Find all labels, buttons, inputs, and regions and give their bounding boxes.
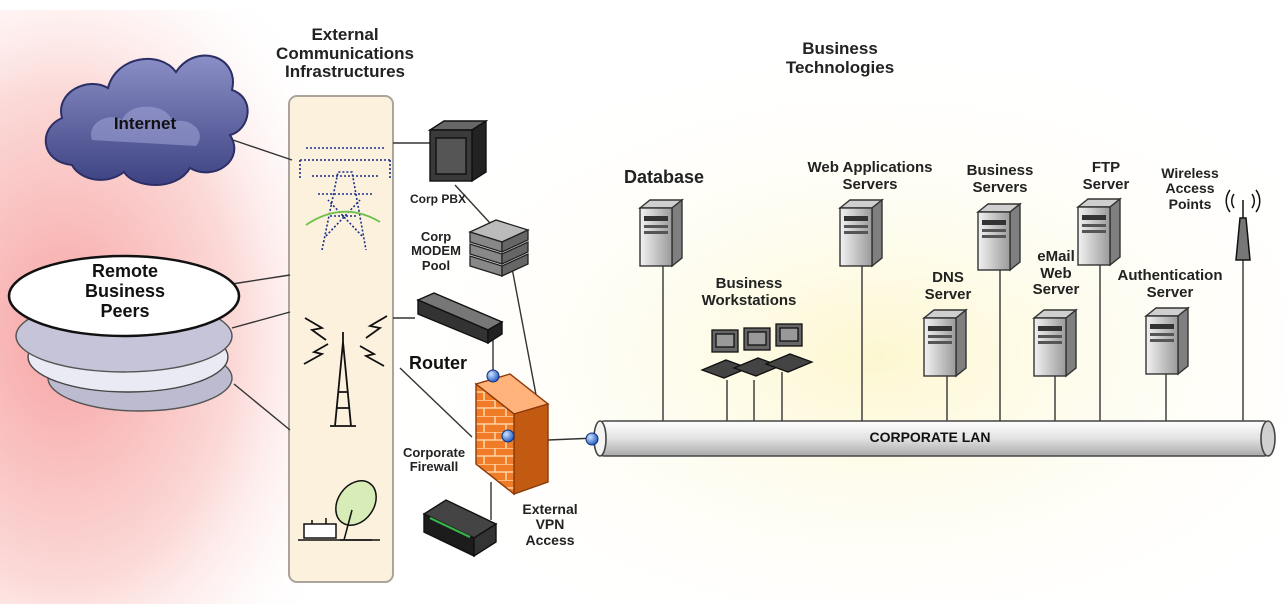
firewall-label: Corporate Firewall (402, 445, 466, 475)
dns-server-icon (923, 309, 967, 377)
corp-pbx-label: Corp PBX (409, 192, 466, 206)
cloud-icon (44, 54, 249, 186)
router-icon (416, 292, 504, 345)
web-app-server-icon (839, 199, 883, 267)
radio-tower-icon (303, 315, 388, 427)
ftp-server-label: FTP Server (1082, 159, 1130, 193)
modem-pool-icon (468, 219, 530, 278)
connection-lines (231, 139, 1244, 520)
antenna-icon (1225, 189, 1261, 261)
vpn-device-icon (422, 499, 498, 558)
business-heading: Business Technologies (785, 39, 895, 77)
email-web-server-icon (1033, 309, 1077, 377)
power-tower-icon (299, 147, 391, 251)
wireless-ap-label: Wireless Access Points (1161, 165, 1219, 212)
dns-server-label: DNS Server (924, 269, 972, 303)
internet-label: Internet (113, 114, 177, 133)
business-servers-label: Business Servers (966, 162, 1034, 196)
infrastructure-panel (288, 95, 394, 583)
workstations-label: Business Workstations (701, 275, 797, 309)
modem-pool-label: Corp MODEM Pool (411, 229, 461, 273)
workstation-icon (700, 323, 814, 379)
firewall-icon (474, 373, 550, 496)
email-web-server-label: eMail Web Server (1032, 248, 1080, 298)
satellite-dish-icon (298, 480, 380, 541)
authentication-server-icon (1145, 307, 1189, 375)
business-glow (380, 60, 1285, 600)
external-heading: External Communications Infrastructures (276, 25, 414, 82)
corporate-lan-bus (593, 420, 1276, 457)
business-server-icon (977, 203, 1021, 271)
remote-peers-icon (7, 254, 241, 412)
database-server-icon (639, 199, 683, 267)
power-line (305, 210, 381, 226)
corporate-lan-label: CORPORATE LAN (869, 429, 991, 445)
web-app-servers-label: Web Applications Servers (807, 159, 933, 193)
connector-dots (486, 369, 599, 446)
database-label: Database (623, 167, 705, 187)
router-label: Router (409, 353, 467, 373)
authentication-server-label: Authentication Server (1117, 267, 1223, 301)
remote-peers-label: Remote Business Peers (84, 261, 166, 321)
vpn-label: External VPN Access (522, 501, 578, 548)
pbx-icon (427, 119, 489, 183)
